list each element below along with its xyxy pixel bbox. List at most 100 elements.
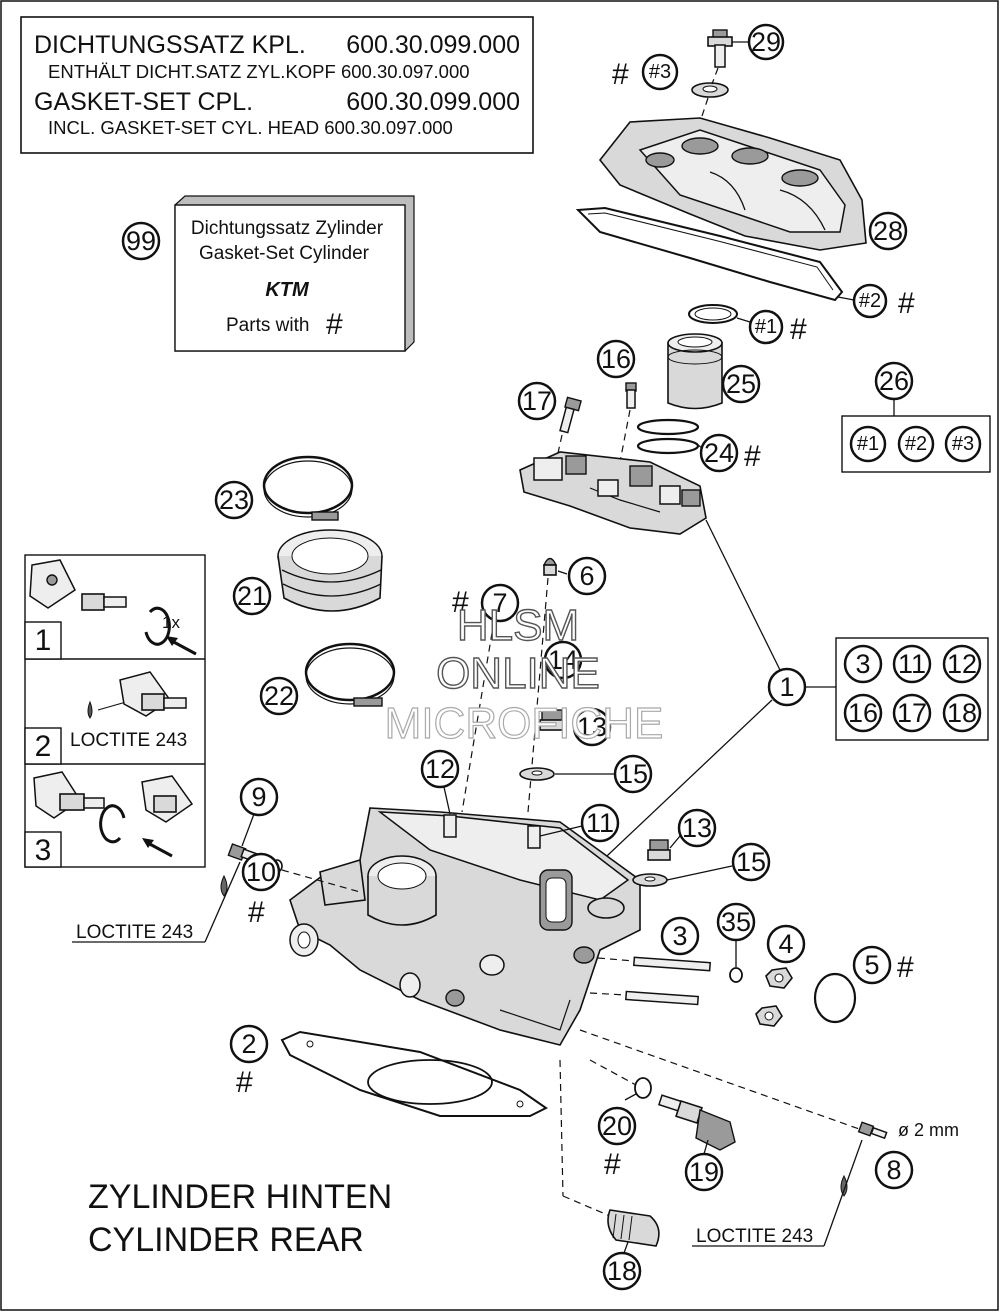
callout-hash-1: #1	[748, 309, 784, 345]
ktm-logo: KTM	[265, 279, 310, 301]
callout-11: 11	[580, 803, 620, 843]
hose-clamp-upper	[262, 455, 354, 521]
steps-panel: 1 1x 2 LOCTITE 243 3	[24, 554, 206, 868]
svg-text:17: 17	[897, 698, 927, 728]
callout-9: 9	[239, 777, 279, 817]
hash-3: #	[612, 58, 629, 91]
callout-21: 21	[232, 576, 272, 616]
callout-20: 20	[597, 1106, 637, 1146]
hash-10: #	[248, 896, 265, 929]
watermark-line2: ONLINE	[436, 649, 600, 698]
svg-text:29: 29	[751, 27, 781, 57]
kit-1-item-12: 12	[942, 644, 982, 684]
hash-1: #	[790, 313, 807, 346]
gasket-set-line4: INCL. GASKET-SET CYL. HEAD 600.30.097.00…	[48, 117, 453, 138]
watermark-line1: HLSM	[457, 601, 579, 650]
svg-text:22: 22	[264, 681, 294, 711]
callout-25: 25	[721, 364, 761, 404]
svg-text:19: 19	[689, 1157, 719, 1187]
svg-text:17: 17	[522, 386, 552, 416]
cylinder-head	[289, 807, 641, 1046]
svg-text:23: 23	[219, 485, 249, 515]
title-line1: ZYLINDER HINTEN	[88, 1178, 392, 1216]
svg-text:16: 16	[601, 344, 631, 374]
loctite-label-left: LOCTITE 243	[76, 922, 193, 943]
nuts-4	[755, 967, 793, 1027]
cover-washer	[691, 82, 729, 98]
step-3: 3	[24, 771, 194, 868]
svg-text:11: 11	[586, 808, 614, 838]
svg-text:99: 99	[126, 226, 156, 256]
svg-text:24: 24	[704, 438, 734, 468]
nut-13-lower	[647, 839, 671, 861]
loctite-drop-left	[220, 874, 228, 897]
watermark-line3: MICROFICHE	[385, 699, 664, 748]
valve-cover	[598, 117, 867, 251]
kit-1-item-16: 16	[843, 693, 883, 733]
svg-text:#1: #1	[755, 316, 777, 338]
svg-text:35: 35	[721, 907, 751, 937]
intake-manifold	[277, 529, 383, 612]
stud-bolts	[589, 956, 711, 1006]
set-26-item-1: #1	[849, 425, 887, 463]
svg-text:15: 15	[618, 759, 648, 789]
svg-text:3: 3	[855, 649, 870, 679]
callout-4: 4	[766, 924, 806, 964]
svg-text:21: 21	[237, 581, 267, 611]
kit-1-item-11: 11	[892, 644, 932, 684]
svg-text:13: 13	[577, 712, 607, 742]
hash-20: #	[604, 1148, 621, 1181]
set-26-item-3: #3	[944, 425, 982, 463]
temperature-sensor	[657, 1094, 736, 1151]
gasket-set-line2: ENTHÄLT DICHT.SATZ ZYL.KOPF 600.30.097.0…	[48, 61, 470, 82]
callout-15-lower: 15	[731, 842, 771, 882]
callout-hash-3: #3	[641, 53, 679, 91]
svg-text:16: 16	[848, 698, 878, 728]
svg-text:13: 13	[682, 813, 712, 843]
svg-text:#3: #3	[649, 61, 671, 83]
hash-5: #	[897, 951, 914, 984]
washer-15-lower	[632, 873, 668, 887]
gasket-set-line3-number: 600.30.099.000	[346, 88, 520, 116]
kit-1-item-17: 17	[892, 693, 932, 733]
nozzle-8	[857, 1121, 888, 1140]
callout-6: 6	[567, 556, 607, 596]
svg-text:7: 7	[492, 588, 507, 618]
gasket-set-line1-label: DICHTUNGSSATZ KPL.	[34, 31, 306, 59]
tube-seal-ring	[688, 304, 738, 324]
cylinder-gasket-line3: Parts with	[226, 315, 309, 336]
loctite-label-right: LOCTITE 243	[696, 1226, 813, 1247]
hose-clamp-lower	[304, 642, 396, 707]
bolt-6	[542, 557, 558, 576]
title-line2: CYLINDER REAR	[88, 1221, 364, 1259]
tube-o-rings	[636, 418, 700, 455]
washer-15-upper	[519, 767, 555, 781]
gasket-set-line1-number: 600.30.099.000	[346, 31, 520, 59]
step-1-note: 1x	[162, 613, 180, 632]
cylinder-gasket-line2: Gasket-Set Cylinder	[199, 243, 370, 264]
svg-text:18: 18	[947, 698, 977, 728]
callout-17: 17	[517, 381, 557, 421]
svg-text:#2: #2	[905, 433, 927, 455]
cylinder-gasket-box: Dichtungssatz Zylinder Gasket-Set Cylind…	[174, 195, 415, 352]
cylinder-gasket-line1: Dichtungssatz Zylinder	[191, 218, 384, 239]
svg-text:18: 18	[607, 1256, 637, 1286]
hash-24: #	[744, 440, 761, 473]
svg-text:20: 20	[602, 1111, 632, 1141]
spark-plug-tube	[667, 333, 723, 410]
svg-text:6: 6	[579, 561, 594, 591]
callout-22: 22	[259, 676, 299, 716]
kit-1-item-18: 18	[942, 693, 982, 733]
hash-symbol: #	[326, 308, 343, 341]
svg-text:1: 1	[779, 672, 794, 702]
callout-7: 7	[480, 583, 520, 623]
callout-15-upper: 15	[613, 754, 653, 794]
svg-text:2: 2	[35, 730, 52, 763]
callout-12: 12	[420, 749, 460, 789]
svg-text:28: 28	[873, 216, 903, 246]
cover-screw	[707, 29, 749, 68]
callout-16: 16	[596, 339, 636, 379]
callout-26: 26	[874, 361, 914, 401]
callout-8: 8	[874, 1150, 914, 1190]
callout-29: 29	[747, 23, 785, 61]
